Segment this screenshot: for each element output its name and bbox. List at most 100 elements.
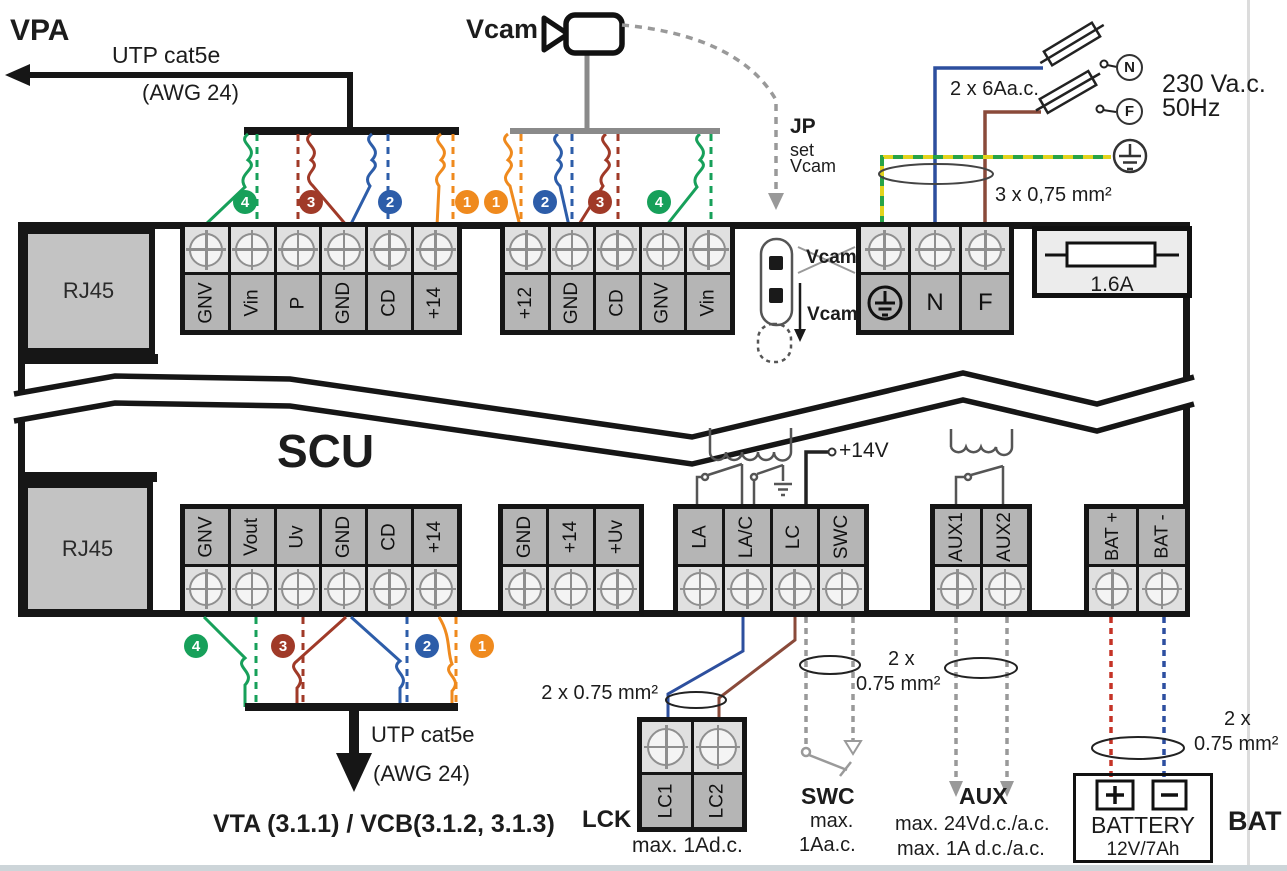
terminal-label: +Uv [606, 519, 628, 554]
terminal-aux1: AUX1 [935, 509, 980, 611]
screw-icon [506, 229, 547, 270]
v14-label: +14V [839, 439, 889, 462]
terminal-block-bottom1: GNV Vout Uv GND CD +14 [180, 504, 462, 616]
earth-terminal-icon [1112, 138, 1148, 174]
jp-pointer [621, 23, 784, 210]
terminal-label: +12 [515, 286, 537, 319]
lck-wires [665, 617, 797, 718]
mid-cable-label-2: 0.75 mm² [856, 673, 941, 695]
terminal-label: CD [606, 288, 628, 317]
terminal-label: Vout [241, 517, 263, 556]
terminal-label: Vin [241, 288, 263, 317]
bottom-trunk-cable [245, 703, 458, 792]
pair-number-badge: 2 [533, 190, 557, 214]
earth-icon [867, 285, 903, 320]
lck-cable-marker [665, 691, 727, 709]
terminal-block-lock: LA LA/C LC SWC [673, 504, 869, 616]
top-pairs-block2 [503, 132, 713, 227]
line-terminal: F [1116, 98, 1143, 125]
vta-vcb-label: VTA (3.1.1) / VCB(3.1.2, 3.1.3) [213, 810, 555, 838]
terminal-gnv: GNV [185, 227, 228, 330]
battery-rating-label: 12V/7Ah [1106, 839, 1180, 860]
aux-wires [944, 617, 1018, 797]
bottom-pairs [202, 615, 458, 707]
fuse-holder: 1.6A [1032, 226, 1192, 298]
terminal-12: +12 [505, 227, 548, 330]
screw-icon [864, 229, 905, 270]
mains-fuses-label: 2 x 6Aa.c. [950, 78, 1039, 100]
terminal-block-lck: LC1 LC2 [637, 717, 747, 832]
terminal-block-mains: N F [856, 222, 1014, 335]
v14-supply [804, 447, 837, 505]
rj45-bottom-label: RJ45 [61, 535, 114, 561]
swc-max-label: max. [810, 810, 854, 832]
jp-label: JP [790, 115, 816, 138]
screw-icon [644, 725, 689, 769]
pair-number-badge: 4 [647, 190, 671, 214]
terminal-label: +14 [559, 520, 581, 553]
neutral-terminal: N [1116, 54, 1143, 81]
lck-label: LCK [582, 806, 632, 833]
terminal-label: AUX2 [993, 511, 1015, 562]
pair-number-badge: 1 [470, 634, 494, 658]
awg-label: (AWG 24) [142, 80, 239, 105]
screw-icon [551, 229, 592, 270]
terminal-label: GNV [652, 281, 674, 324]
terminal-label: SWC [830, 514, 852, 559]
fuse-rating: 1.6A [1090, 273, 1134, 296]
screw-icon [504, 569, 545, 609]
mains-wiring [878, 66, 1111, 226]
pair-number-badge: 1 [455, 190, 479, 214]
terminal-n: N [911, 227, 959, 330]
terminal-lc: LC [772, 509, 817, 611]
terminal-earth [861, 227, 909, 330]
terminal-14: +14 [549, 509, 593, 611]
terminal-block-bottom2: GND +14 +Uv [498, 504, 644, 616]
jp-vcam-label: Vcam [790, 156, 837, 176]
vpa-arrow-icon [5, 64, 30, 86]
battery-cable-label-1: 2 x [1224, 708, 1251, 730]
screw-icon [415, 569, 456, 609]
mains-cable-marker [878, 163, 994, 185]
screw-icon [821, 569, 862, 609]
pair-number-badge: 4 [233, 190, 257, 214]
terminal-gnd: GND [503, 509, 547, 611]
utp-cable-label: UTP cat5e [112, 42, 221, 68]
screw-icon [278, 229, 319, 270]
terminal-lc1: LC1 [642, 722, 691, 827]
terminal-label: LC2 [706, 783, 728, 819]
terminal-label: GND [332, 281, 354, 324]
battery-wires [1091, 617, 1185, 781]
pair-number-badge: 1 [484, 190, 508, 214]
pair-number-badge: 3 [271, 634, 295, 658]
vcam-label: Vcam [466, 14, 539, 44]
terminal-label: BAT - [1151, 514, 1172, 559]
swc-label: SWC [801, 783, 855, 809]
fuse-icon [1045, 241, 1179, 268]
screw-icon [680, 569, 721, 609]
terminal-label: BAT + [1101, 512, 1122, 561]
terminal-gnv: GNV [185, 509, 228, 611]
jumper-vcam-on-label: Vcam [807, 304, 858, 325]
screw-icon [1141, 569, 1182, 609]
terminal-block-top1: GNV Vin P GND CD +14 [180, 222, 462, 335]
pair-number-badge: 3 [588, 190, 612, 214]
bottom-utp-label: UTP cat5e [371, 722, 475, 747]
terminal-label: N [926, 288, 944, 316]
lock-relay-icon [695, 428, 793, 505]
aux-arrow-icon [1000, 781, 1014, 797]
aux-cable-marker [944, 657, 1018, 679]
terminal-label: AUX1 [946, 511, 968, 562]
aux-label: AUX [959, 783, 1008, 809]
screw-icon [695, 725, 740, 769]
terminal-14: +14 [414, 227, 457, 330]
terminal-label: LC [783, 524, 805, 549]
screw-icon [369, 569, 410, 609]
terminal-label: GNV [195, 281, 217, 324]
pair-number-badge: 2 [378, 190, 402, 214]
rj45-bottom-bar [18, 472, 157, 482]
terminal-vout: Vout [230, 509, 274, 611]
terminal-gnd: GND [550, 227, 594, 330]
terminal-14: +14 [414, 509, 457, 611]
swc-cable-marker [799, 655, 861, 675]
